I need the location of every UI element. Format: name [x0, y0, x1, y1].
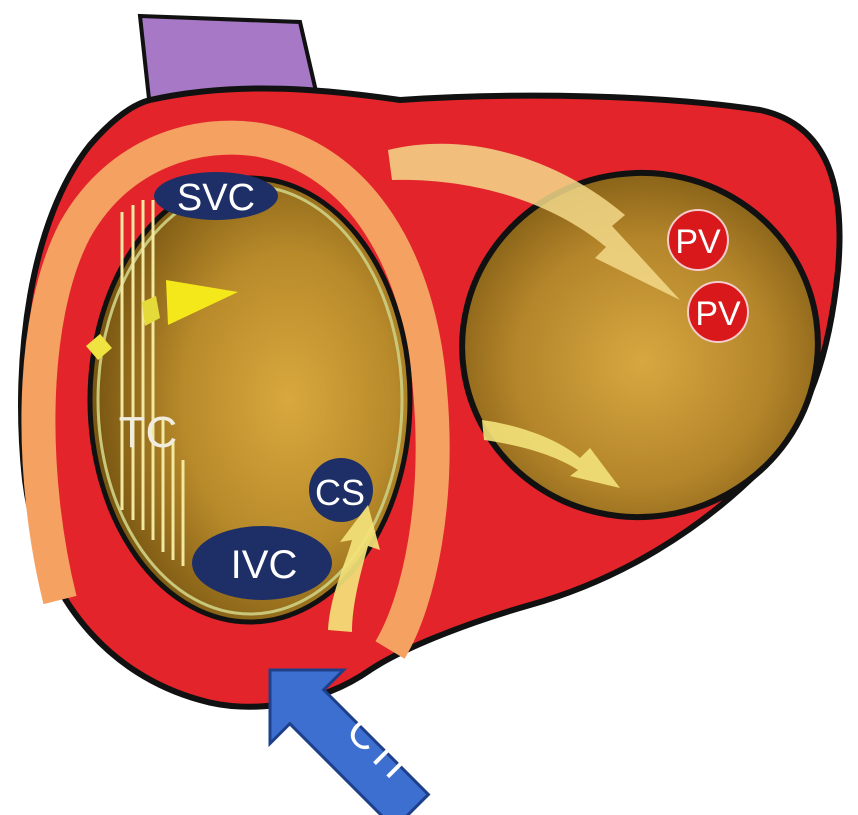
tc-label: TC	[119, 408, 178, 457]
pv-upper-label: PV	[675, 223, 721, 261]
ivc-label: IVC	[231, 543, 298, 587]
cs-label: CS	[315, 472, 365, 513]
pv-lower-label: PV	[695, 295, 741, 333]
svc-label: SVC	[177, 177, 255, 219]
